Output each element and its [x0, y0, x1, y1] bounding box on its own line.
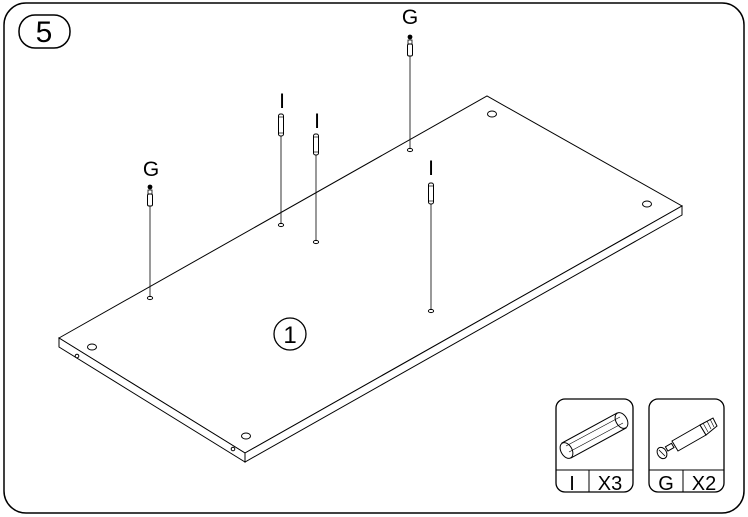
dowel-part: I — [313, 110, 320, 241]
cam-hole — [487, 110, 497, 118]
step-number: 5 — [36, 16, 53, 49]
legend-cam-bolt: G X2 — [648, 398, 725, 495]
cam-hole — [87, 343, 97, 351]
board-right-edge — [244, 205, 683, 463]
step-badge: 5 — [18, 14, 71, 49]
dowel-part: I — [278, 90, 285, 224]
cam-hole — [642, 200, 652, 208]
legend-letter: I — [569, 473, 575, 495]
cam-bolt-part: G — [143, 158, 159, 297]
edge-hole — [230, 446, 236, 452]
part-label: I — [314, 110, 320, 133]
cam-hole — [241, 432, 251, 440]
legend-letter: G — [658, 473, 674, 495]
diagram-frame — [3, 2, 745, 514]
part-label: G — [143, 158, 159, 181]
panel-number: 1 — [283, 322, 296, 349]
panel-label: 1 — [273, 317, 307, 351]
cam-bolt-part: G — [402, 6, 418, 149]
part-label: G — [402, 6, 418, 29]
part-label: I — [428, 157, 434, 180]
legend-quantity: X3 — [598, 473, 622, 495]
legend-dowel: I X3 — [555, 398, 634, 495]
edge-hole — [74, 353, 80, 359]
cam-bolt-icon — [656, 417, 718, 460]
wooden-dowel-icon — [559, 412, 629, 459]
dowel-part: I — [428, 157, 434, 310]
board-panel — [58, 95, 684, 463]
part-label: I — [279, 90, 285, 113]
legend-quantity: X2 — [692, 473, 716, 495]
